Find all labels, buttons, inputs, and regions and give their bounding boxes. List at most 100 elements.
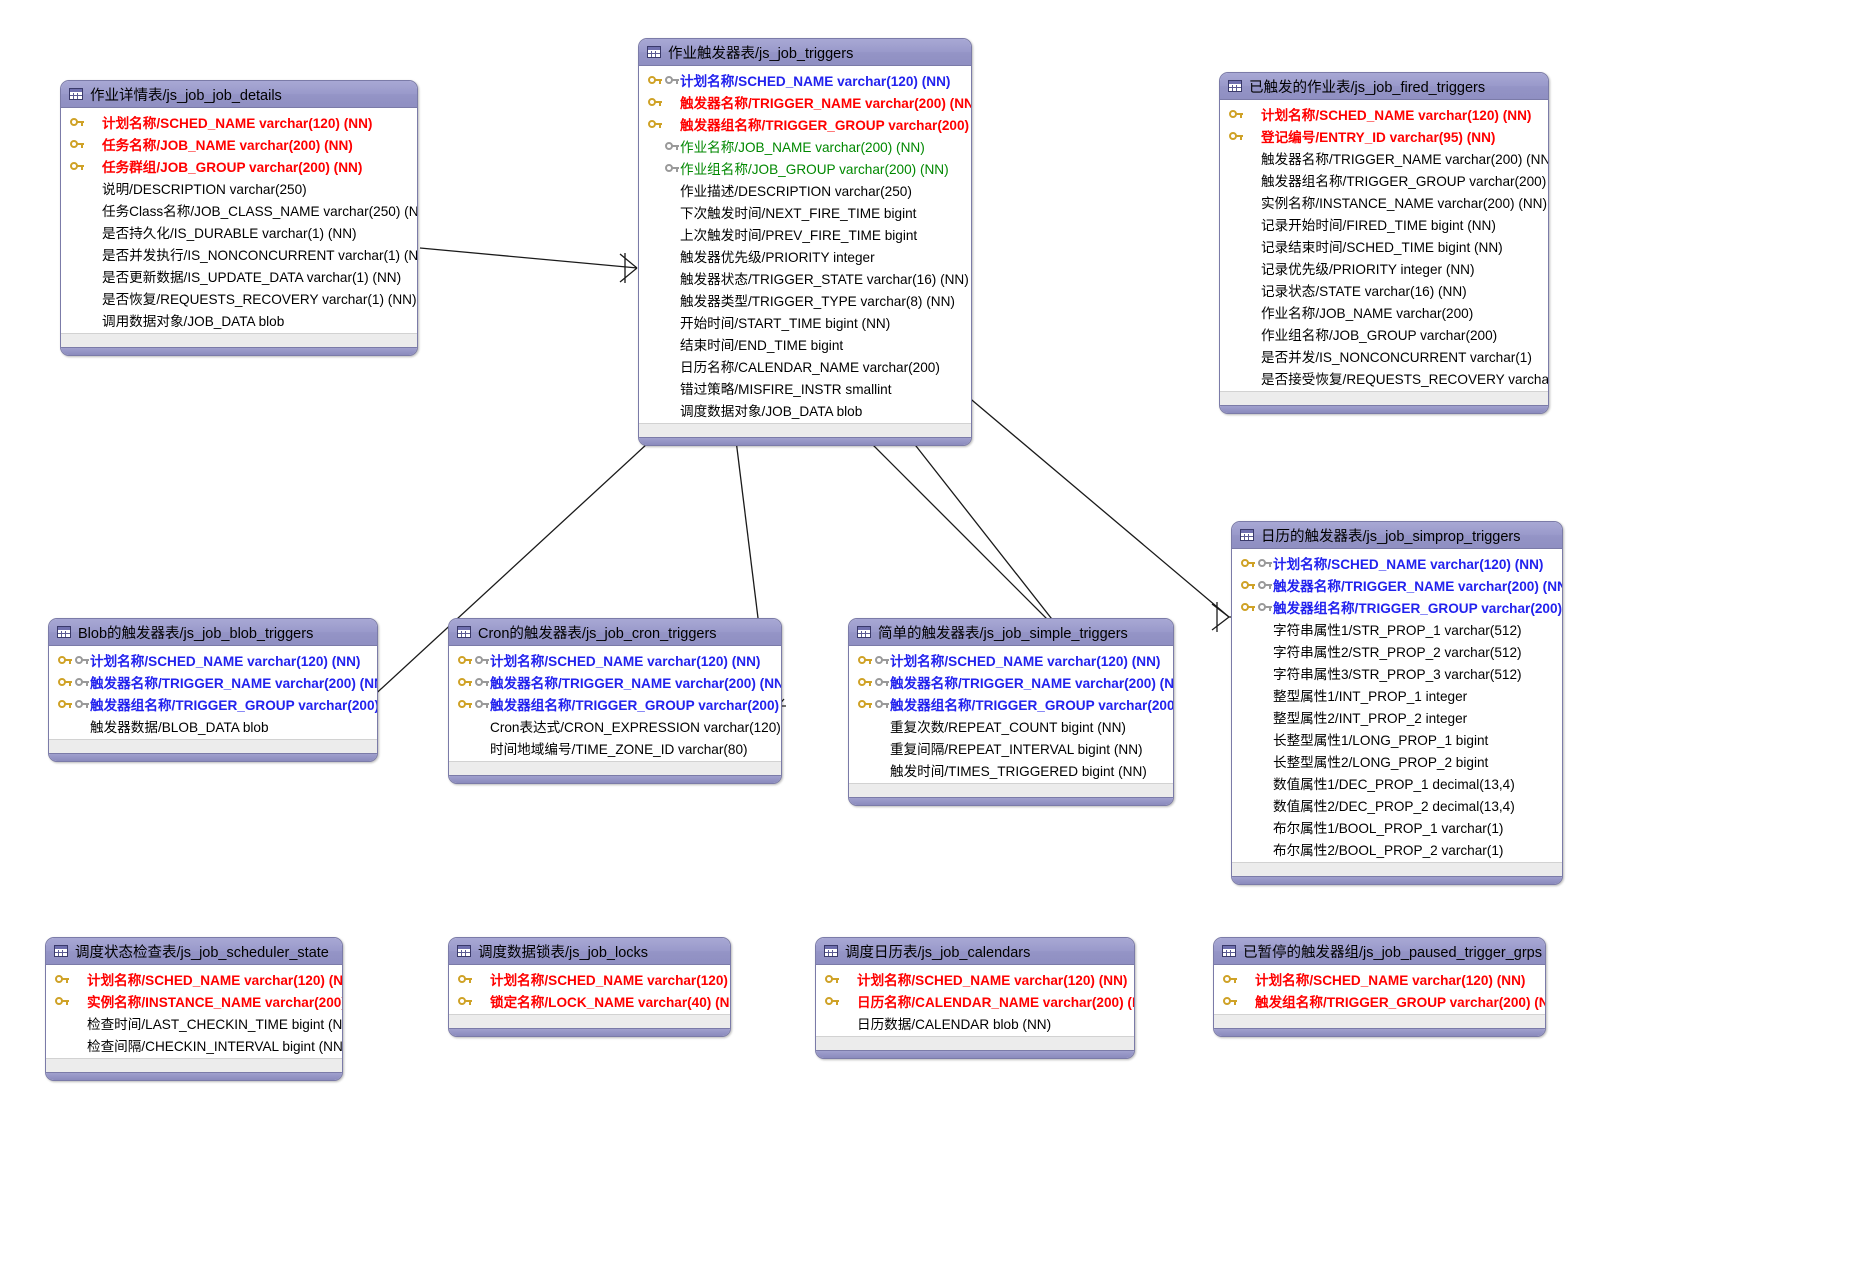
attribute-row[interactable]: 整型属性1/INT_PROP_1 integer [1232, 684, 1562, 706]
attribute-row[interactable]: 触发器名称/TRIGGER_NAME varchar(200) (NN) [449, 671, 781, 693]
attribute-row[interactable]: 实例名称/INSTANCE_NAME varchar(200) (NN) [1220, 191, 1548, 213]
attribute-row[interactable]: 触发器名称/TRIGGER_NAME varchar(200) (NN) [849, 671, 1173, 693]
attribute-row[interactable]: 日历名称/CALENDAR_NAME varchar(200) (NN) [816, 990, 1134, 1012]
attribute-row[interactable]: 触发器状态/TRIGGER_STATE varchar(16) (NN) [639, 267, 971, 289]
attribute-row[interactable]: 长整型属性1/LONG_PROP_1 bigint [1232, 728, 1562, 750]
attribute-row[interactable]: 是否接受恢复/REQUESTS_RECOVERY varchar(1) [1220, 367, 1548, 389]
attribute-row[interactable]: 错过策略/MISFIRE_INSTR smallint [639, 377, 971, 399]
attribute-row[interactable]: 触发器组名称/TRIGGER_GROUP varchar(200) (NN) [1220, 169, 1548, 191]
attribute-row[interactable]: 重复次数/REPEAT_COUNT bigint (NN) [849, 715, 1173, 737]
attribute-row[interactable]: 数值属性1/DEC_PROP_1 decimal(13,4) [1232, 772, 1562, 794]
attribute-row[interactable]: 实例名称/INSTANCE_NAME varchar(200) (NN) [46, 990, 342, 1012]
attribute-row[interactable]: 上次触发时间/PREV_FIRE_TIME bigint [639, 223, 971, 245]
attribute-row[interactable]: 计划名称/SCHED_NAME varchar(120) (NN) [449, 968, 730, 990]
attribute-row[interactable]: 触发器组名称/TRIGGER_GROUP varchar(200) (NN) [1232, 596, 1562, 618]
attribute-row[interactable]: 作业组名称/JOB_GROUP varchar(200) [1220, 323, 1548, 345]
attribute-row[interactable]: 计划名称/SCHED_NAME varchar(120) (NN) [1220, 103, 1548, 125]
attribute-row[interactable]: 记录状态/STATE varchar(16) (NN) [1220, 279, 1548, 301]
attribute-row[interactable]: 触发器组名称/TRIGGER_GROUP varchar(200) (NN) [849, 693, 1173, 715]
attribute-row[interactable]: 触发器数据/BLOB_DATA blob [49, 715, 377, 737]
attribute-row[interactable]: 计划名称/SCHED_NAME varchar(120) (NN) [849, 649, 1173, 671]
attribute-row[interactable]: 任务群组/JOB_GROUP varchar(200) (NN) [61, 155, 417, 177]
attribute-row[interactable]: 重复间隔/REPEAT_INTERVAL bigint (NN) [849, 737, 1173, 759]
attribute-row[interactable]: 是否持久化/IS_DURABLE varchar(1) (NN) [61, 221, 417, 243]
attribute-row[interactable]: 触发器名称/TRIGGER_NAME varchar(200) (NN) [639, 91, 971, 113]
entity-calendars[interactable]: 调度日历表/js_job_calendars 计划名称/SCHED_NAME va… [815, 937, 1135, 1059]
attribute-row[interactable]: 锁定名称/LOCK_NAME varchar(40) (NN) [449, 990, 730, 1012]
entity-header-paused_trigger_grps[interactable]: 已暂停的触发器组/js_job_paused_trigger_grps [1214, 938, 1545, 965]
attribute-row[interactable]: 登记编号/ENTRY_ID varchar(95) (NN) [1220, 125, 1548, 147]
entity-header-job_details[interactable]: 作业详情表/js_job_job_details [61, 81, 417, 108]
attribute-row[interactable]: 布尔属性2/BOOL_PROP_2 varchar(1) [1232, 838, 1562, 860]
attribute-row[interactable]: 数值属性2/DEC_PROP_2 decimal(13,4) [1232, 794, 1562, 816]
attribute-row[interactable]: 日历名称/CALENDAR_NAME varchar(200) [639, 355, 971, 377]
entity-cron_triggers[interactable]: Cron的触发器表/js_job_cron_triggers 计划名称/SCHED… [448, 618, 782, 784]
attribute-row[interactable]: 长整型属性2/LONG_PROP_2 bigint [1232, 750, 1562, 772]
attribute-row[interactable]: 日历数据/CALENDAR blob (NN) [816, 1012, 1134, 1034]
attribute-row[interactable]: 计划名称/SCHED_NAME varchar(120) (NN) [1214, 968, 1545, 990]
attribute-row[interactable]: 作业组名称/JOB_GROUP varchar(200) (NN) [639, 157, 971, 179]
attribute-row[interactable]: 是否恢复/REQUESTS_RECOVERY varchar(1) (NN) [61, 287, 417, 309]
attribute-row[interactable]: 计划名称/SCHED_NAME varchar(120) (NN) [449, 649, 781, 671]
entity-paused_trigger_grps[interactable]: 已暂停的触发器组/js_job_paused_trigger_grps 计划名称/… [1213, 937, 1546, 1037]
entity-header-job_triggers[interactable]: 作业触发器表/js_job_triggers [639, 39, 971, 66]
entity-job_details[interactable]: 作业详情表/js_job_job_details 计划名称/SCHED_NAME … [60, 80, 418, 356]
attribute-row[interactable]: 是否并发/IS_NONCONCURRENT varchar(1) [1220, 345, 1548, 367]
attribute-row[interactable]: 任务Class名称/JOB_CLASS_NAME varchar(250) (N… [61, 199, 417, 221]
entity-header-cron_triggers[interactable]: Cron的触发器表/js_job_cron_triggers [449, 619, 781, 646]
attribute-row[interactable]: 触发器名称/TRIGGER_NAME varchar(200) (NN) [49, 671, 377, 693]
attribute-row[interactable]: 记录结束时间/SCHED_TIME bigint (NN) [1220, 235, 1548, 257]
attribute-row[interactable]: 开始时间/START_TIME bigint (NN) [639, 311, 971, 333]
attribute-row[interactable]: 触发器名称/TRIGGER_NAME varchar(200) (NN) [1220, 147, 1548, 169]
attribute-row[interactable]: 计划名称/SCHED_NAME varchar(120) (NN) [816, 968, 1134, 990]
attribute-row[interactable]: 字符串属性1/STR_PROP_1 varchar(512) [1232, 618, 1562, 640]
entity-header-calendars[interactable]: 调度日历表/js_job_calendars [816, 938, 1134, 965]
entity-job_triggers[interactable]: 作业触发器表/js_job_triggers 计划名称/SCHED_NAME va… [638, 38, 972, 446]
entity-header-simple_triggers[interactable]: 简单的触发器表/js_job_simple_triggers [849, 619, 1173, 646]
entity-simple_triggers[interactable]: 简单的触发器表/js_job_simple_triggers 计划名称/SCHED… [848, 618, 1174, 806]
attribute-row[interactable]: Cron表达式/CRON_EXPRESSION varchar(120) (NN… [449, 715, 781, 737]
attribute-row[interactable]: 下次触发时间/NEXT_FIRE_TIME bigint [639, 201, 971, 223]
attribute-row[interactable]: 触发时间/TIMES_TRIGGERED bigint (NN) [849, 759, 1173, 781]
entity-fired_triggers[interactable]: 已触发的作业表/js_job_fired_triggers 计划名称/SCHED_… [1219, 72, 1549, 414]
attribute-row[interactable]: 触发组名称/TRIGGER_GROUP varchar(200) (NN) [1214, 990, 1545, 1012]
attribute-row[interactable]: 计划名称/SCHED_NAME varchar(120) (NN) [46, 968, 342, 990]
attribute-row[interactable]: 计划名称/SCHED_NAME varchar(120) (NN) [639, 69, 971, 91]
entity-header-blob_triggers[interactable]: Blob的触发器表/js_job_blob_triggers [49, 619, 377, 646]
attribute-row[interactable]: 结束时间/END_TIME bigint [639, 333, 971, 355]
attribute-row[interactable]: 布尔属性1/BOOL_PROP_1 varchar(1) [1232, 816, 1562, 838]
attribute-row[interactable]: 计划名称/SCHED_NAME varchar(120) (NN) [1232, 552, 1562, 574]
attribute-row[interactable]: 记录优先级/PRIORITY integer (NN) [1220, 257, 1548, 279]
attribute-row[interactable]: 是否更新数据/IS_UPDATE_DATA varchar(1) (NN) [61, 265, 417, 287]
attribute-row[interactable]: 是否并发执行/IS_NONCONCURRENT varchar(1) (NN) [61, 243, 417, 265]
attribute-row[interactable]: 检查间隔/CHECKIN_INTERVAL bigint (NN) [46, 1034, 342, 1056]
attribute-row[interactable]: 触发器组名称/TRIGGER_GROUP varchar(200) (NN) [639, 113, 971, 135]
attribute-row[interactable]: 记录开始时间/FIRED_TIME bigint (NN) [1220, 213, 1548, 235]
attribute-row[interactable]: 整型属性2/INT_PROP_2 integer [1232, 706, 1562, 728]
attribute-row[interactable]: 字符串属性2/STR_PROP_2 varchar(512) [1232, 640, 1562, 662]
attribute-row[interactable]: 时间地域编号/TIME_ZONE_ID varchar(80) [449, 737, 781, 759]
attribute-row[interactable]: 触发器组名称/TRIGGER_GROUP varchar(200) (NN) [49, 693, 377, 715]
attribute-row[interactable]: 调度数据对象/JOB_DATA blob [639, 399, 971, 421]
attribute-row[interactable]: 触发器名称/TRIGGER_NAME varchar(200) (NN) [1232, 574, 1562, 596]
attribute-row[interactable]: 计划名称/SCHED_NAME varchar(120) (NN) [61, 111, 417, 133]
entity-header-locks[interactable]: 调度数据锁表/js_job_locks [449, 938, 730, 965]
entity-header-simprop_triggers[interactable]: 日历的触发器表/js_job_simprop_triggers [1232, 522, 1562, 549]
entity-locks[interactable]: 调度数据锁表/js_job_locks 计划名称/SCHED_NAME varch… [448, 937, 731, 1037]
attribute-row[interactable]: 触发器组名称/TRIGGER_GROUP varchar(200) (NN) [449, 693, 781, 715]
entity-blob_triggers[interactable]: Blob的触发器表/js_job_blob_triggers 计划名称/SCHED… [48, 618, 378, 762]
attribute-row[interactable]: 任务名称/JOB_NAME varchar(200) (NN) [61, 133, 417, 155]
attribute-row[interactable]: 字符串属性3/STR_PROP_3 varchar(512) [1232, 662, 1562, 684]
entity-scheduler_state[interactable]: 调度状态检查表/js_job_scheduler_state 计划名称/SCHED… [45, 937, 343, 1081]
attribute-row[interactable]: 说明/DESCRIPTION varchar(250) [61, 177, 417, 199]
attribute-row[interactable]: 作业名称/JOB_NAME varchar(200) (NN) [639, 135, 971, 157]
attribute-row[interactable]: 作业名称/JOB_NAME varchar(200) [1220, 301, 1548, 323]
attribute-row[interactable]: 作业描述/DESCRIPTION varchar(250) [639, 179, 971, 201]
attribute-row[interactable]: 触发器优先级/PRIORITY integer [639, 245, 971, 267]
entity-simprop_triggers[interactable]: 日历的触发器表/js_job_simprop_triggers 计划名称/SCHE… [1231, 521, 1563, 885]
entity-header-fired_triggers[interactable]: 已触发的作业表/js_job_fired_triggers [1220, 73, 1548, 100]
attribute-row[interactable]: 调用数据对象/JOB_DATA blob [61, 309, 417, 331]
entity-header-scheduler_state[interactable]: 调度状态检查表/js_job_scheduler_state [46, 938, 342, 965]
attribute-row[interactable]: 计划名称/SCHED_NAME varchar(120) (NN) [49, 649, 377, 671]
attribute-row[interactable]: 触发器类型/TRIGGER_TYPE varchar(8) (NN) [639, 289, 971, 311]
